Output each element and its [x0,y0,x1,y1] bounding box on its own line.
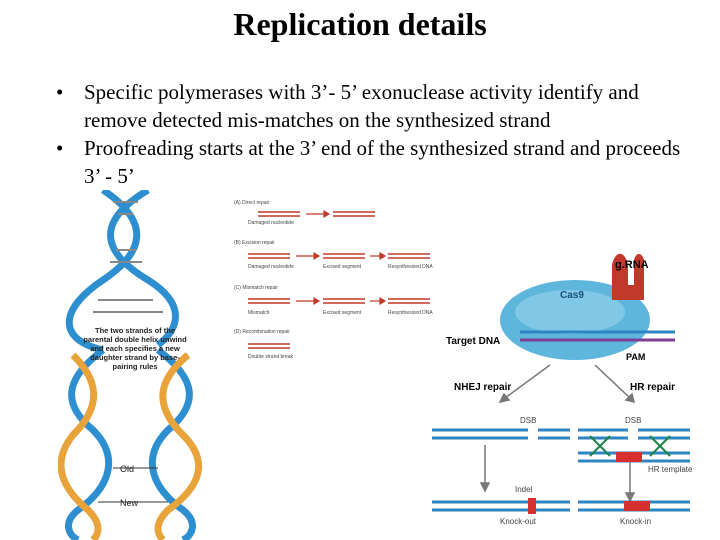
repair-label: Excised segment [323,264,362,270]
repair-label: Damaged nucleotide [248,264,294,270]
knockin-insert [624,501,650,511]
dna-figure-caption: The two strands of the parental double h… [83,326,187,371]
nhej-repair-label: NHEJ repair [454,382,511,393]
dsb-label-right: DSB [625,416,641,425]
crossover-marks [589,435,671,457]
dsb-label-left: DSB [520,416,536,425]
repair-label: Damaged nucleotide [248,220,294,226]
repair-label: Mismatch [248,310,270,316]
dna-strands [432,428,690,512]
knockout-label: Knock-out [500,517,537,526]
page-title: Replication details [233,6,487,42]
repair-heading-excision: (B) Excision repair [234,240,275,246]
bullet-text: Specific polymerases with 3’- 5’ exonucl… [84,80,639,132]
dna-repair-figure: (A) Direct repair (B) Excision repair (C… [234,200,433,360]
repair-label: Resynthesized DNA [388,310,433,316]
dna-replication-figure: The two strands of the parental double h… [58,190,202,540]
bullet-item: • Proofreading starts at the 3’ end of t… [56,134,696,190]
repair-heading-direct: (A) Direct repair [234,200,270,206]
hr-template-insert [616,452,642,462]
repair-label: Double strand break [248,354,294,360]
daughter-helix-left [58,347,112,540]
grna-label: g.RNA [615,259,649,271]
hr-repair-label: HR repair [630,382,675,393]
repair-arrows [296,209,387,306]
bullet-list: • Specific polymerases with 3’- 5’ exonu… [56,78,696,190]
old-strand-label: Old [120,464,134,474]
crispr-figure: g.RNA Cas9 Target DNA PAM NHEJ repair HR… [432,253,693,526]
repair-label: Resynthesized DNA [388,264,433,270]
cas9-label: Cas9 [560,290,584,301]
repair-heading-recombination: (D) Recombination repair [234,329,290,335]
pam-label: PAM [626,352,645,362]
flow-arrows [479,364,636,503]
bullet-marker: • [56,80,64,104]
target-dna-label: Target DNA [446,336,500,347]
grna-structure [612,253,644,300]
bullet-marker: • [56,136,64,160]
hr-template-label: HR template [648,465,693,474]
bullet-text: Proofreading starts at the 3’ end of the… [84,136,681,188]
parental-helix [65,190,179,354]
knockin-label: Knock-in [620,517,651,526]
daughter-helix-right [149,347,202,540]
indel-mark [528,498,536,514]
new-strand-label: New [120,498,139,508]
repair-heading-mismatch: (C) Mismatch repair [234,285,278,291]
bullet-item: • Specific polymerases with 3’- 5’ exonu… [56,78,696,134]
indel-label: Indel [515,485,533,494]
repair-label: Excised segment [323,310,362,316]
